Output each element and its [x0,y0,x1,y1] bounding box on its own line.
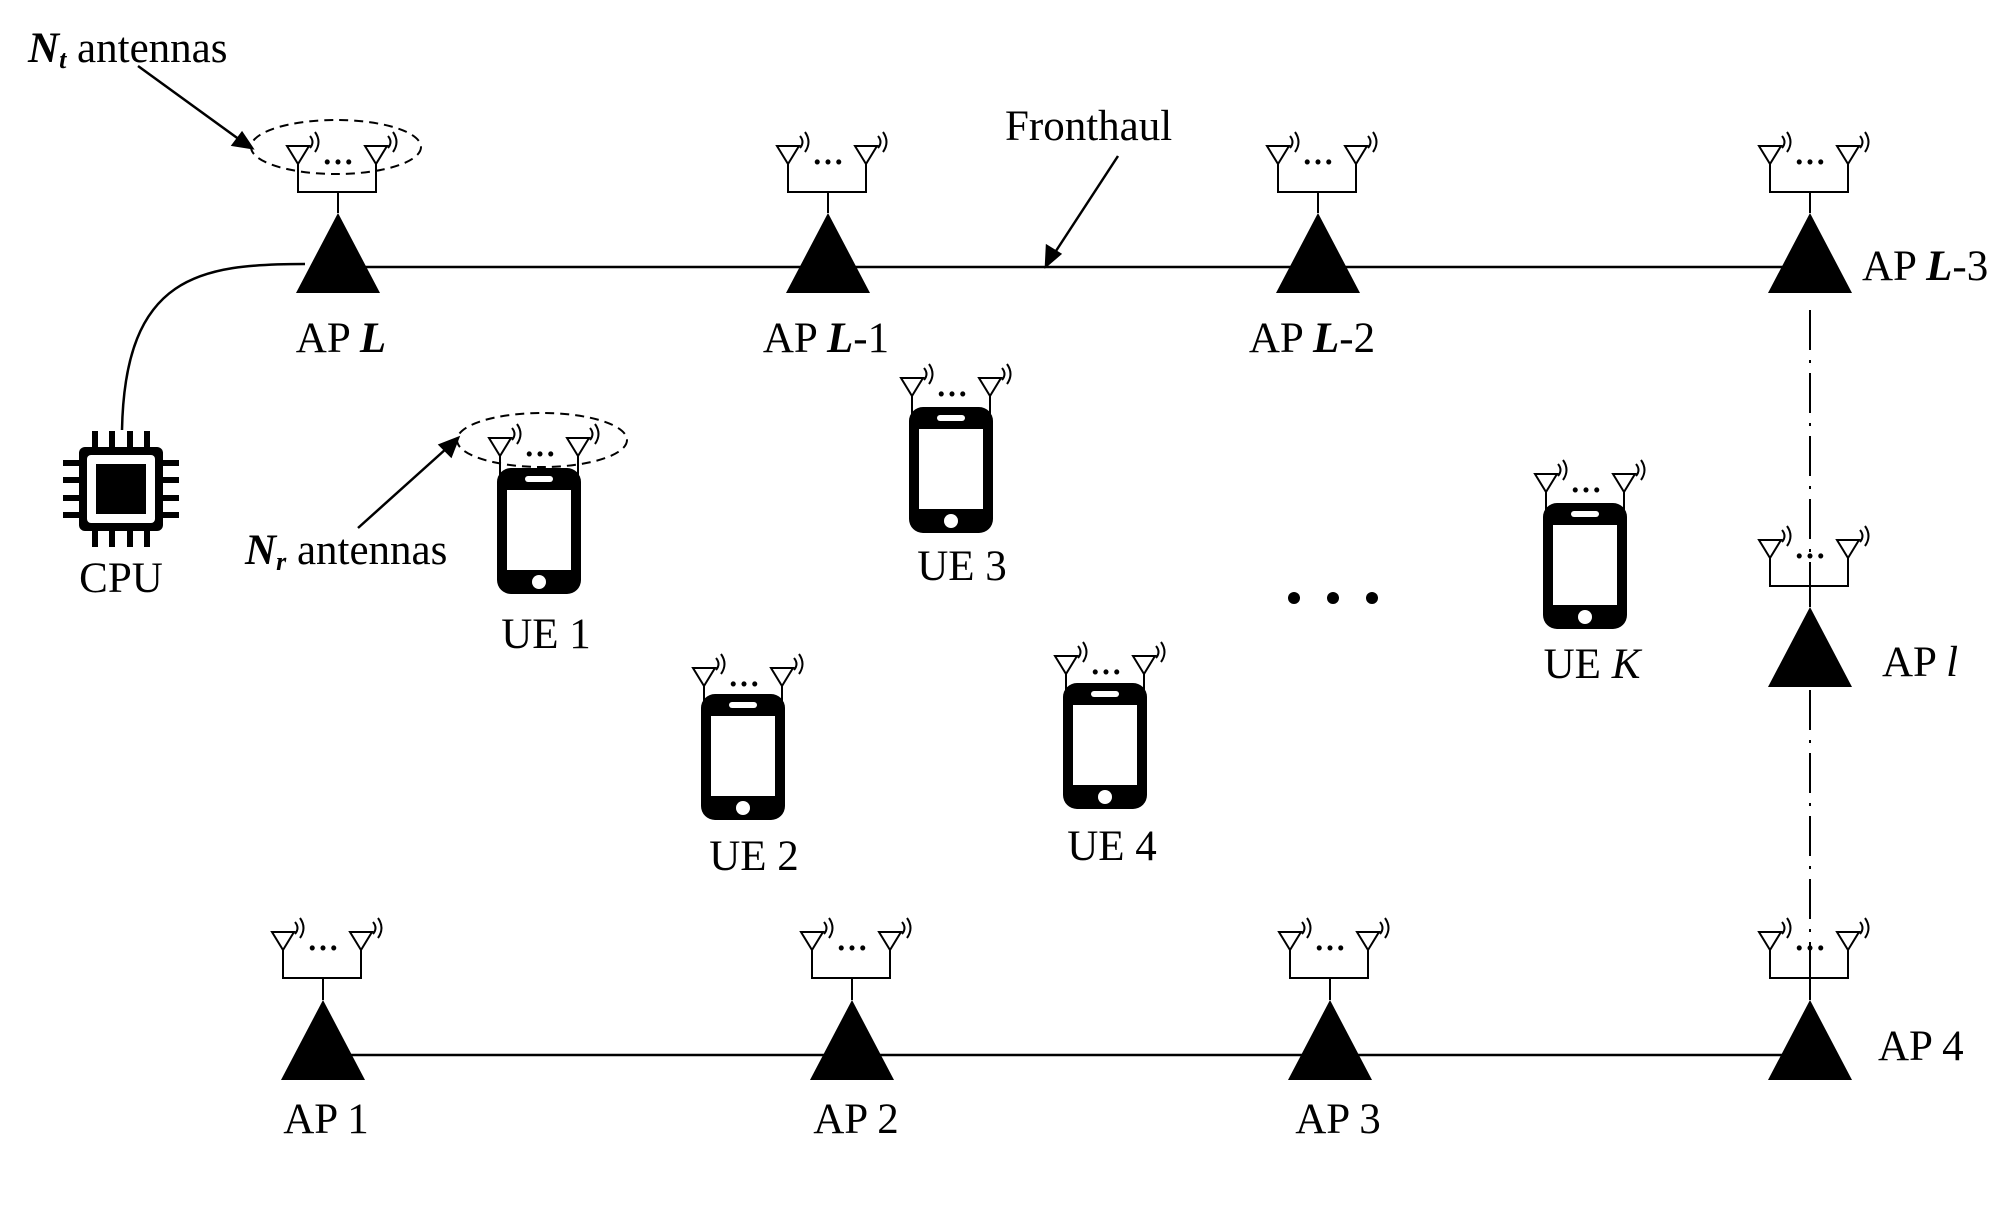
svg-text:...: ... [1314,913,1346,960]
cpu-chip-icon [63,431,179,547]
ap-4-label: AP 4 [1878,1023,1964,1070]
ap-L-1 [777,132,887,293]
svg-text:...: ... [1794,913,1826,960]
svg-text:...: ... [1794,127,1826,174]
ue-1-label: UE 1 [501,611,591,658]
svg-text:...: ... [524,419,556,466]
ap-1 [272,918,382,1080]
svg-text:...: ... [307,913,339,960]
more-ues-ellipsis [1288,592,1378,604]
svg-text:...: ... [1570,455,1602,502]
ap-L [287,132,397,293]
ap-2 [801,918,911,1080]
ap-L-label: AP L [296,315,386,362]
ap-l [1759,526,1869,687]
svg-text:...: ... [728,649,760,696]
fronthaul-links [120,262,1811,1057]
annotation-arrows [137,64,1120,529]
svg-text:...: ... [322,127,354,174]
svg-text:...: ... [812,127,844,174]
ap-4 [1759,918,1869,1080]
fronthaul-label: Fronthaul [1005,103,1172,150]
antenna-dots: ... ... ... ... ... ... ... ... ... ... … [307,127,1826,960]
ap-1-label: AP 1 [283,1096,369,1143]
ap-3 [1279,918,1389,1080]
ue-4-label: UE 4 [1067,823,1157,870]
svg-text:...: ... [936,359,968,406]
ue-3-label: UE 3 [917,543,1007,590]
ap-l-label: AP l [1882,639,1958,686]
svg-text:...: ... [1302,127,1334,174]
svg-text:...: ... [1090,637,1122,684]
ue-2-label: UE 2 [709,833,799,880]
ap-3-label: AP 3 [1295,1096,1381,1143]
ue-K-label: UE K [1544,641,1643,688]
svg-text:...: ... [1794,521,1826,568]
ap-L-3-label: AP L-3 [1862,243,1988,290]
ap-L-1-label: AP L-1 [763,315,889,362]
ap-L-2-label: AP L-2 [1249,315,1375,362]
nr-antennas-annotation: Nr antennas [244,527,447,576]
svg-text:...: ... [836,913,868,960]
cpu-label: CPU [79,555,163,602]
ap-L-3 [1759,132,1869,293]
ap-2-label: AP 2 [813,1096,899,1143]
ap-L-2 [1267,132,1377,293]
nt-antennas-annotation: Nt antennas [27,25,227,74]
